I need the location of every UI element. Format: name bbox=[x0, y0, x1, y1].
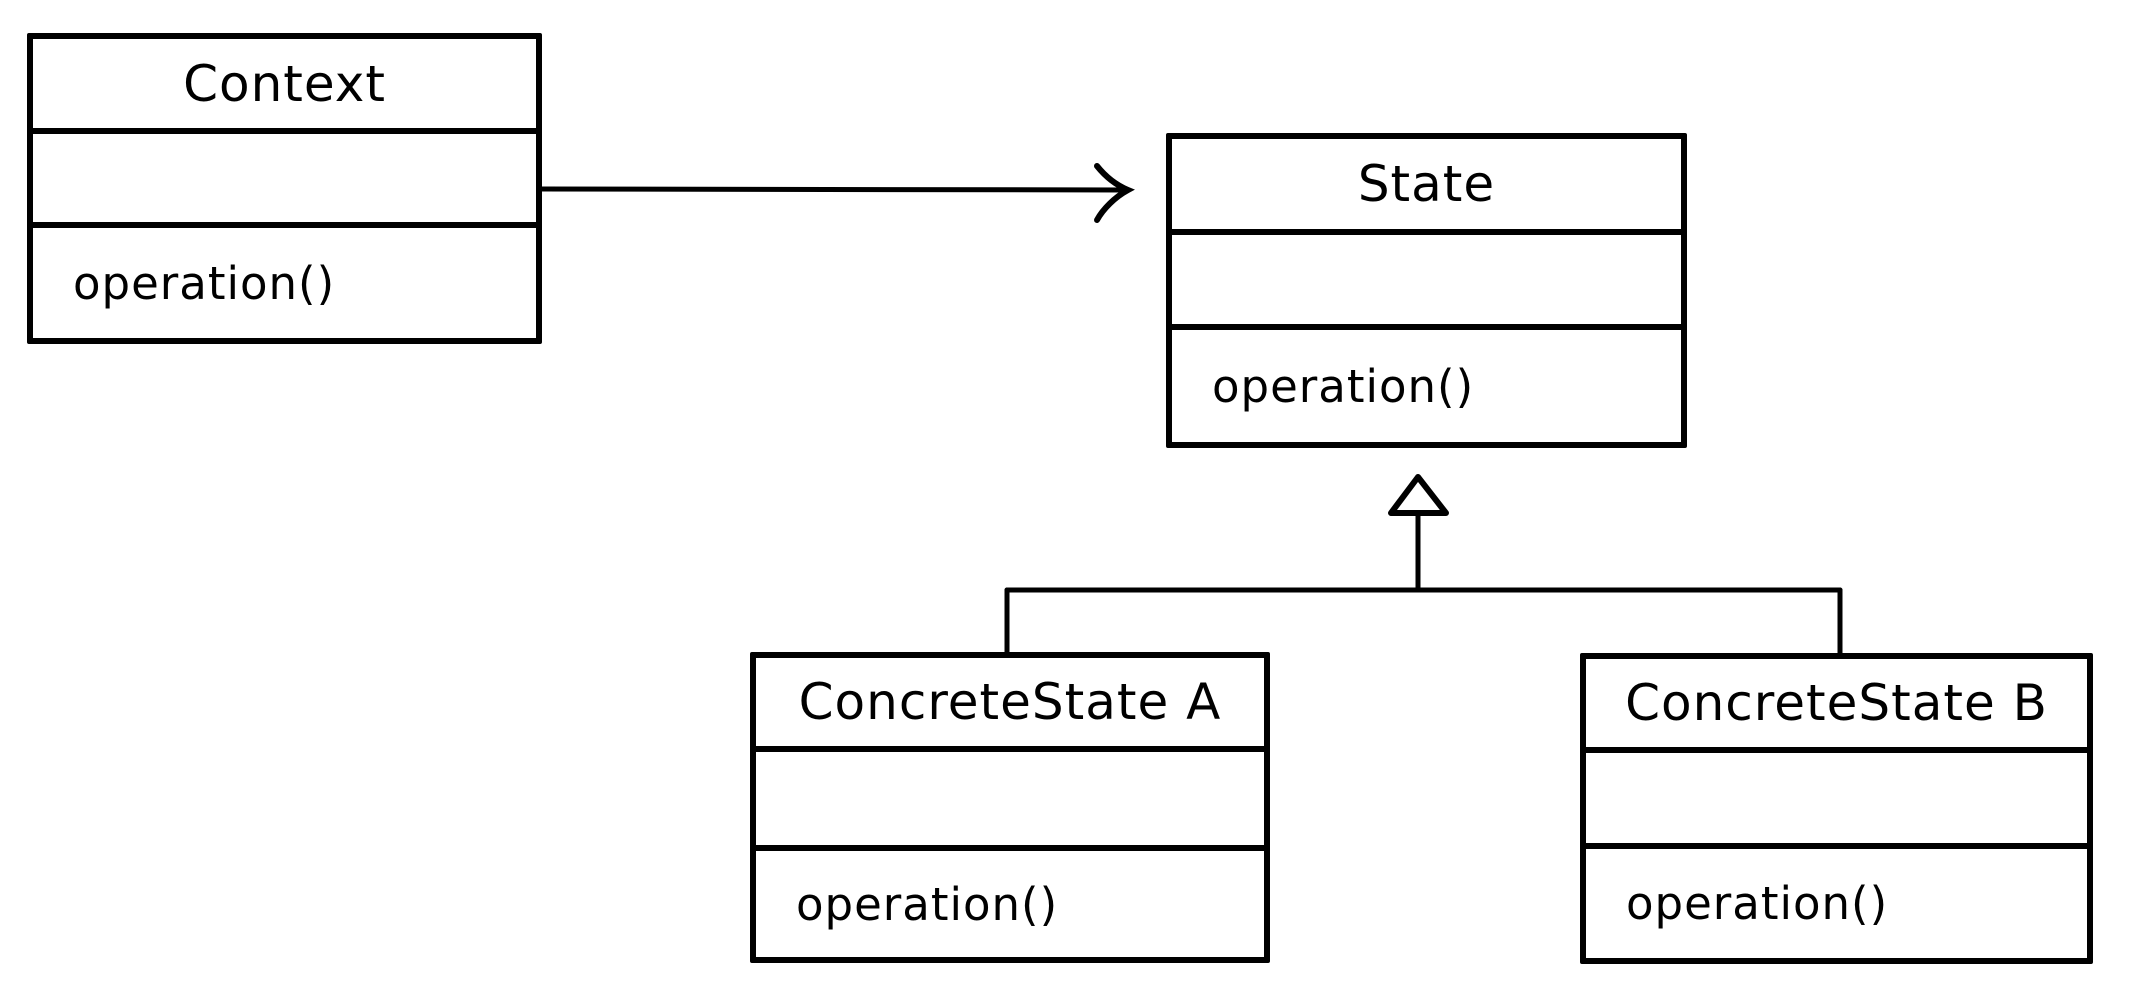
class-attributes-context bbox=[33, 134, 536, 228]
class-method-state: operation() bbox=[1212, 359, 1475, 413]
class-attributes-state bbox=[1172, 235, 1681, 330]
class-box-concrete-state-a: ConcreteState A operation() bbox=[750, 652, 1270, 963]
class-title-context: Context bbox=[33, 39, 536, 134]
class-attributes-concrete-state-b bbox=[1586, 753, 2087, 849]
class-box-concrete-state-b: ConcreteState B operation() bbox=[1580, 653, 2093, 964]
class-title-concrete-state-b: ConcreteState B bbox=[1586, 659, 2087, 753]
class-box-state: State operation() bbox=[1166, 133, 1687, 448]
hollow-triangle-arrowhead-icon bbox=[1388, 474, 1449, 516]
association-line-context-to-state bbox=[539, 186, 1130, 193]
class-method-concrete-state-b: operation() bbox=[1626, 877, 1889, 930]
class-title-state: State bbox=[1172, 139, 1681, 235]
class-attributes-concrete-state-a bbox=[756, 752, 1264, 851]
open-arrowhead-icon bbox=[1094, 163, 1135, 223]
class-box-context: Context operation() bbox=[27, 33, 542, 344]
class-method-concrete-state-a: operation() bbox=[796, 877, 1059, 931]
class-method-context: operation() bbox=[73, 256, 336, 310]
class-title-concrete-state-a: ConcreteState A bbox=[756, 658, 1264, 752]
